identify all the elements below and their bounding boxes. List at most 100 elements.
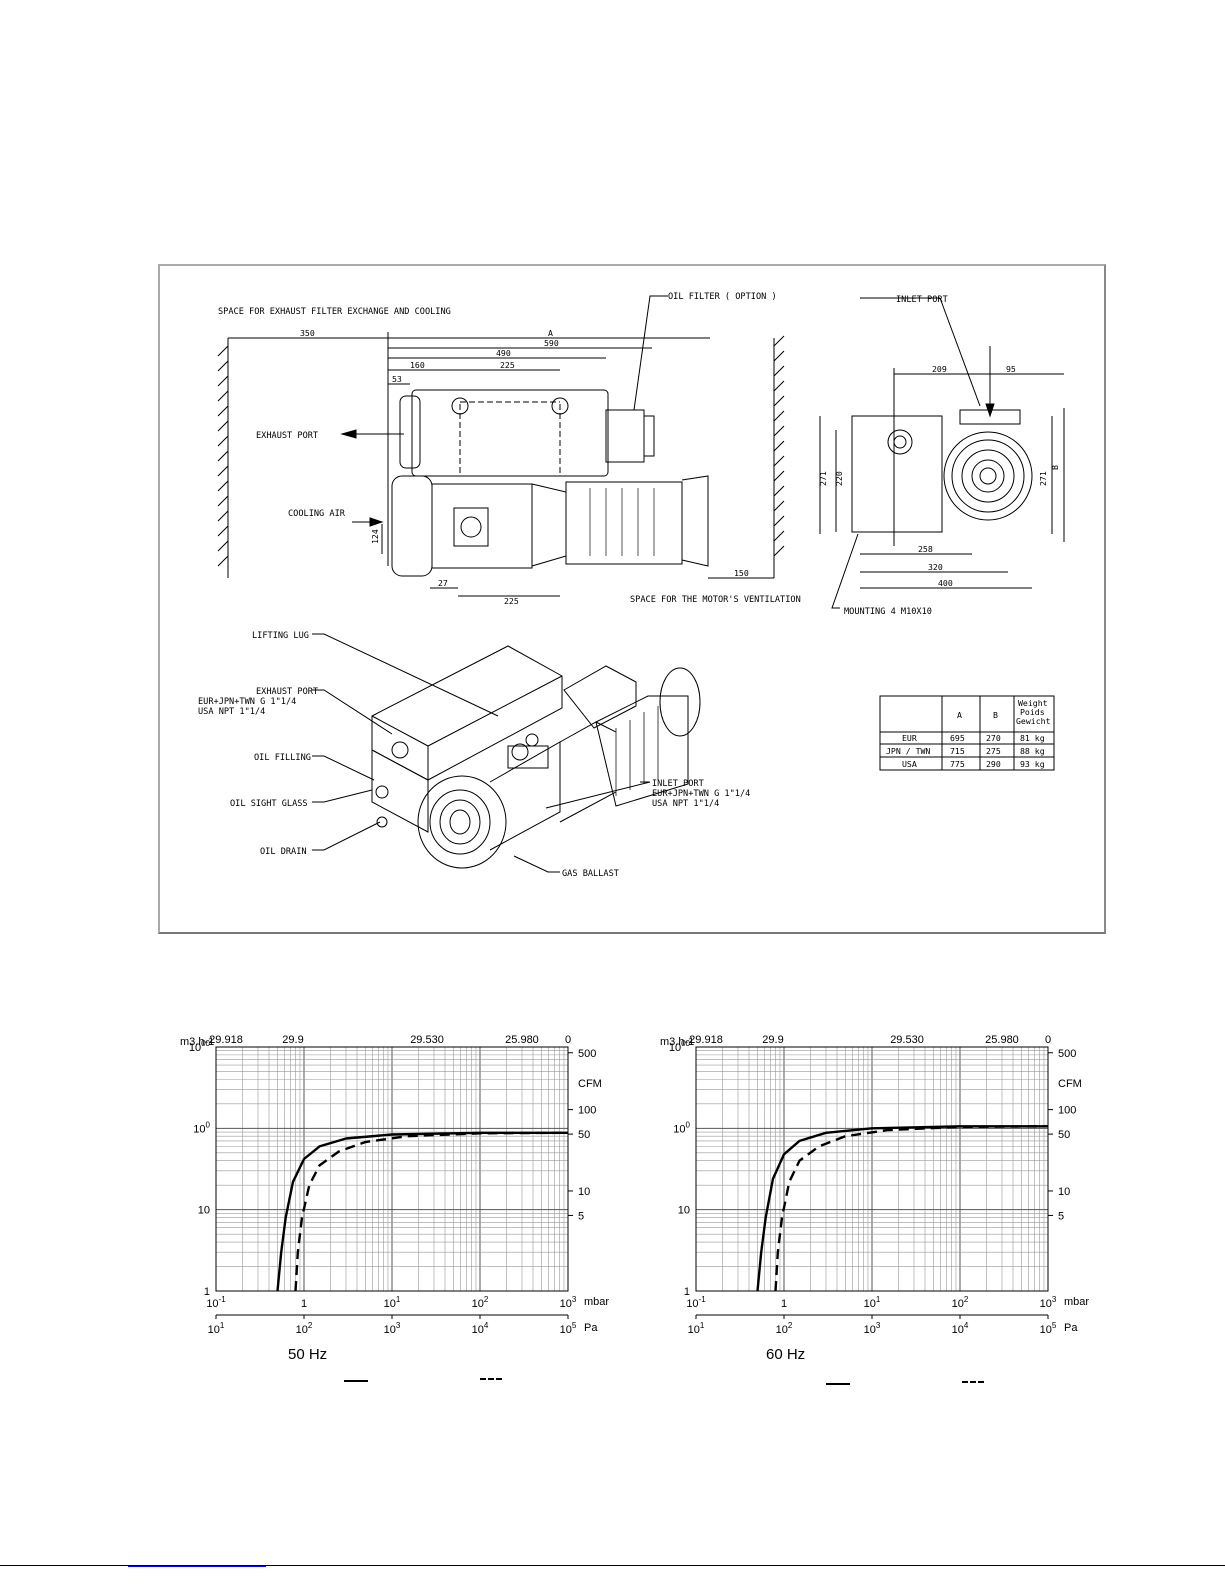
x-tick-label-mbar: 10-1 [206, 1295, 226, 1310]
legend-solid-line-50hz [344, 1380, 368, 1382]
dim-271-left: 271 [818, 471, 828, 486]
top-tick-label: 0 [1045, 1034, 1051, 1046]
x-tick-label-pa: 105 [1040, 1321, 1057, 1336]
y-tick-label: 100 [673, 1120, 690, 1135]
weight-table-grid [879, 695, 1055, 771]
y-tick-label: 1000 [669, 1039, 691, 1054]
y2-tick-label: 50 [578, 1129, 590, 1141]
table-header-b: B [993, 710, 998, 720]
y-axis-label: m3.h-1 [180, 1036, 214, 1048]
technical-drawing: SPACE FOR EXHAUST FILTER EXCHANGE AND CO… [158, 264, 1106, 934]
y2-tick-label: 10 [578, 1186, 590, 1198]
x-tick-label-pa: 103 [864, 1321, 881, 1336]
motor-body [565, 481, 683, 565]
label-oil-filling: OIL FILLING [254, 753, 311, 763]
y-tick-label: 1 [204, 1286, 210, 1298]
plot-frame [215, 1046, 569, 1292]
drawing-svg: SPACE FOR EXHAUST FILTER EXCHANGE AND CO… [198, 292, 1065, 879]
y-tick-label: 100 [193, 1120, 210, 1135]
series-line-dashed [294, 1131, 569, 1292]
x-axis-label-pa: Pa [1064, 1322, 1078, 1334]
x-tick-label-pa: 105 [560, 1321, 577, 1336]
iso-pump-body [371, 645, 563, 781]
dim-400: 400 [938, 578, 953, 588]
label-exhaust-port-2-eur: EUR+JPN+TWN G 1"1/4 [198, 697, 296, 707]
label-exhaust-port-2-usa: USA NPT 1"1/4 [198, 707, 265, 717]
dim-225-top: 225 [500, 360, 515, 370]
dim-160: 160 [410, 360, 425, 370]
y2-tick-label: 5 [1058, 1210, 1064, 1222]
table-row-usa-a: 775 [950, 759, 965, 769]
x-axis-label-pa: Pa [584, 1322, 598, 1334]
y2-tick-label: 50 [1058, 1129, 1070, 1141]
y2-axis-label: CFM [578, 1078, 602, 1090]
chart-title-50hz: 50 Hz [288, 1346, 328, 1363]
right-wall-hatch [773, 335, 785, 557]
table-row-jpn-b: 275 [986, 746, 1001, 756]
x-tick-label-mbar: 103 [560, 1295, 577, 1310]
y2-axis-label: CFM [1058, 1078, 1082, 1090]
footer-link-underline[interactable] [128, 1566, 266, 1567]
x-tick-label-pa: 102 [296, 1321, 313, 1336]
x-tick-label-pa: 101 [208, 1321, 225, 1336]
pump-end-body [851, 415, 943, 533]
y-tick-label: 1 [684, 1286, 690, 1298]
pump-body-top [411, 389, 609, 477]
x-tick-label-pa: 102 [776, 1321, 793, 1336]
dim-271-right: 271 [1038, 471, 1048, 486]
label-inlet-port: INLET PORT [652, 779, 704, 789]
dim-53: 53 [392, 374, 402, 384]
x-tick-label-pa: 104 [952, 1321, 969, 1336]
table-row-usa-b: 290 [986, 759, 1001, 769]
table-row-eur-a: 695 [950, 733, 965, 743]
x-axis-label-mbar: mbar [584, 1296, 609, 1308]
top-tick-label: 29.918 [209, 1034, 243, 1046]
y2-tick-label: 500 [1058, 1048, 1076, 1060]
y-axis-label: m3.h-1 [660, 1036, 694, 1048]
x-tick-label-mbar: 102 [952, 1295, 969, 1310]
series-line-solid [756, 1125, 1048, 1292]
top-tick-label: 29.9 [762, 1034, 783, 1046]
table-header-a: A [957, 710, 962, 720]
table-row-eur-b: 270 [986, 733, 1001, 743]
x-tick-label-mbar: 1 [301, 1298, 307, 1310]
dim-490: 490 [496, 348, 511, 358]
x-tick-label-mbar: 101 [384, 1295, 401, 1310]
top-tick-label: 29.9 [282, 1034, 303, 1046]
top-tick-label: 0 [565, 1034, 571, 1046]
series-line-solid [276, 1131, 568, 1292]
label-mounting: MOUNTING 4 M10X10 [844, 607, 932, 617]
dim-225-bottom: 225 [504, 596, 519, 606]
top-tick-label: 25.980 [505, 1034, 539, 1046]
table-row-jpn-a: 715 [950, 746, 965, 756]
dim-350: 350 [300, 328, 315, 338]
x-axis-label-mbar: mbar [1064, 1296, 1089, 1308]
table-row-jpn-label: JPN / TWN [886, 746, 930, 756]
x-tick-label-mbar: 101 [864, 1295, 881, 1310]
top-tick-label: 29.530 [410, 1034, 444, 1046]
table-row-usa-weight: 93 kg [1020, 759, 1045, 769]
pump-fan-cover [391, 475, 433, 577]
x-tick-label-mbar: 1 [781, 1298, 787, 1310]
label-gas-ballast: GAS BALLAST [562, 869, 619, 879]
label-oil-filter: OIL FILTER ( OPTION ) [668, 292, 777, 302]
left-wall-hatch [217, 345, 229, 567]
top-tick-label: 25.980 [985, 1034, 1019, 1046]
dim-b: B [1050, 465, 1060, 470]
dim-258: 258 [918, 544, 933, 554]
dim-150: 150 [734, 568, 749, 578]
x-tick-label-mbar: 103 [1040, 1295, 1057, 1310]
dim-124: 124 [370, 529, 380, 544]
x-tick-label-pa: 103 [384, 1321, 401, 1336]
plot-frame [695, 1046, 1049, 1292]
iso-fan-cover [417, 775, 507, 869]
chart-title-60hz: 60 Hz [766, 1346, 806, 1363]
legend-solid-line-60hz [826, 1383, 850, 1385]
motor-end-circle [943, 431, 1033, 521]
table-row-eur-weight: 81 kg [1020, 733, 1045, 743]
dim-220: 220 [834, 471, 844, 486]
footer-rule [0, 1565, 1225, 1566]
